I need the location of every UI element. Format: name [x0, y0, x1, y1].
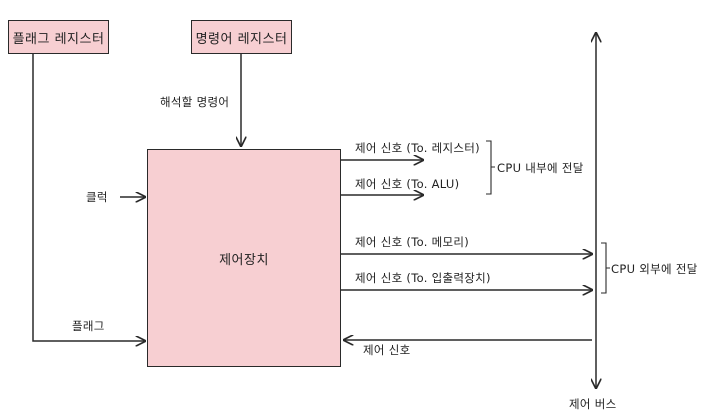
- control-bus-label: 제어 버스: [569, 397, 617, 411]
- decoded-instruction-label: 해석할 명령어: [160, 95, 230, 109]
- sig-memory-label: 제어 신호 (To. 메모리): [355, 235, 470, 249]
- cpu-internal-label: CPU 내부에 전달: [497, 161, 584, 175]
- instruction-register-box: 명령어 레지스터: [191, 20, 292, 54]
- flag-line: [32, 54, 145, 341]
- control-unit-label: 제어장치: [219, 252, 269, 268]
- control-unit-box: 제어장치: [147, 149, 341, 367]
- instruction-register-label: 명령어 레지스터: [195, 31, 288, 47]
- sig-incoming-label: 제어 신호: [363, 343, 411, 357]
- flag-label: 플래그: [72, 319, 105, 333]
- external-brace: [601, 242, 610, 294]
- sig-alu-label: 제어 신호 (To. ALU): [355, 177, 460, 191]
- flag-register-box: 플래그 레지스터: [8, 20, 109, 54]
- cpu-external-label: CPU 외부에 전달: [611, 262, 698, 276]
- internal-brace: [486, 140, 495, 195]
- sig-io-label: 제어 신호 (To. 입출력장치): [355, 271, 491, 285]
- clock-label: 클럭: [86, 190, 108, 204]
- flag-register-label: 플래그 레지스터: [12, 31, 105, 47]
- sig-register-label: 제어 신호 (To. 레지스터): [355, 141, 480, 155]
